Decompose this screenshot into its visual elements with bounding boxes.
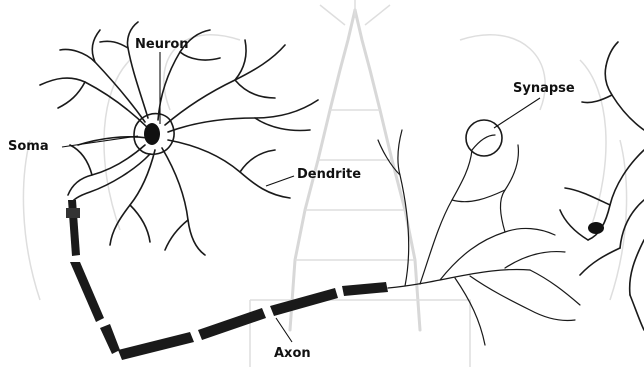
- synapse-leader-line: [494, 98, 540, 128]
- target-nucleus: [588, 222, 604, 234]
- label-synapse: Synapse: [513, 81, 575, 96]
- nucleus: [144, 123, 160, 145]
- label-dendrite: Dendrite: [297, 167, 361, 182]
- label-soma: Soma: [8, 139, 49, 154]
- axon-myelin-segments: [66, 200, 388, 360]
- label-neuron: Neuron: [135, 37, 189, 52]
- neuron-dendrites: [40, 22, 318, 255]
- soma-leader-line: [62, 136, 138, 147]
- label-axon: Axon: [274, 346, 311, 361]
- watermark-seal: [23, 0, 626, 367]
- dendrite-leader-line: [266, 176, 294, 186]
- axon-terminals: [378, 130, 580, 345]
